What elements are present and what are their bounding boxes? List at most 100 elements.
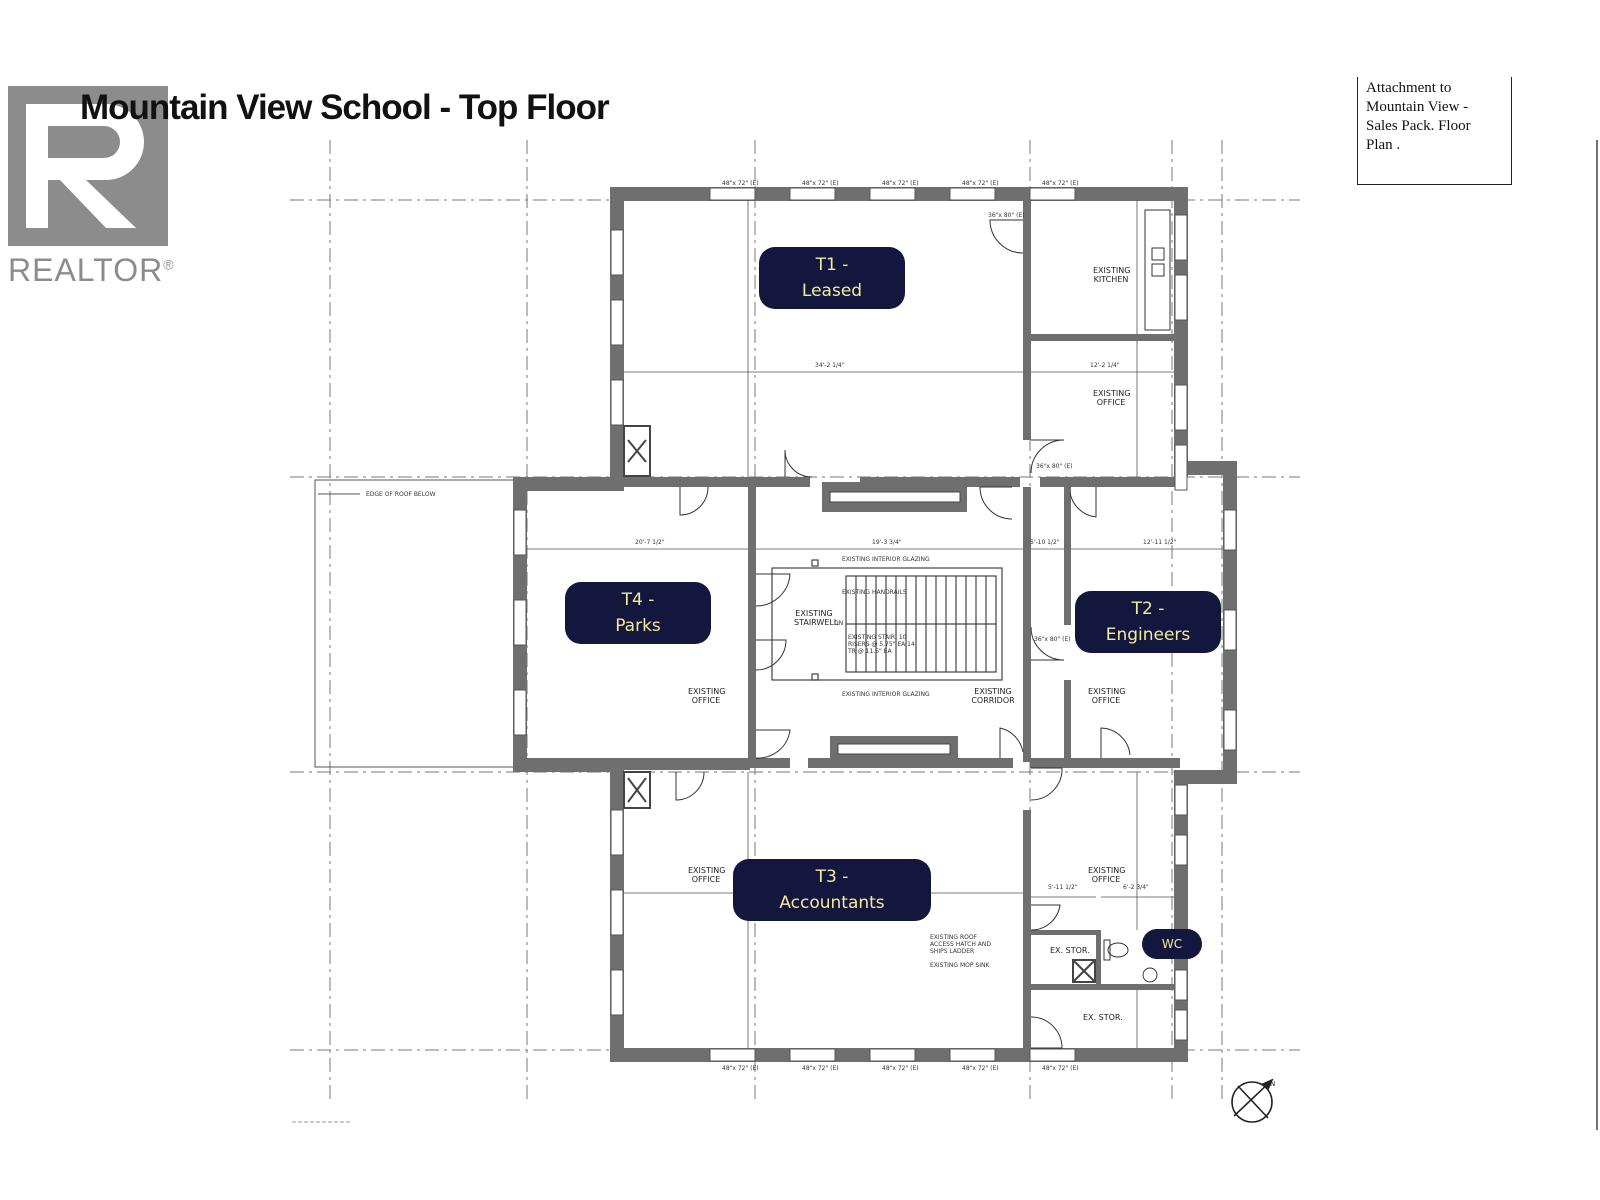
dimension-lines bbox=[527, 200, 1223, 1048]
window bbox=[1174, 444, 1188, 491]
attachment-note-line: Sales Pack. Floor bbox=[1366, 118, 1471, 134]
note-dn: DN bbox=[834, 620, 844, 627]
window bbox=[1174, 834, 1188, 866]
room-label-kitchen: EXISTING KITCHEN bbox=[1093, 266, 1131, 284]
tenant-name: Accountants bbox=[779, 893, 885, 913]
note-mop-sink: EXISTING MOP SINK bbox=[930, 962, 990, 969]
door-tag: 36"x 80" (E) bbox=[988, 212, 1025, 219]
tenant-id: T3 - bbox=[815, 867, 849, 887]
shafts bbox=[623, 425, 1096, 983]
window bbox=[789, 1048, 836, 1062]
window-tag: 48"x 72" (E) bbox=[722, 1065, 759, 1072]
room-label-office: EXISTING OFFICE bbox=[688, 687, 726, 705]
realtor-logo-text: REALTOR® bbox=[8, 252, 175, 288]
room-label-office: EXISTING OFFICE bbox=[1088, 687, 1126, 705]
window bbox=[949, 1048, 996, 1062]
window bbox=[1174, 384, 1188, 431]
tenant-label-wc: WC bbox=[1142, 929, 1202, 959]
window-tag: 48"x 72" (E) bbox=[882, 180, 919, 187]
window bbox=[610, 809, 624, 856]
window bbox=[1174, 969, 1188, 1001]
room-label-office: EXISTING OFFICE bbox=[1093, 389, 1131, 407]
fixtures bbox=[1103, 209, 1171, 983]
window bbox=[610, 229, 624, 276]
window bbox=[1174, 784, 1188, 816]
room-label-storage: EX. STOR. bbox=[1083, 1013, 1123, 1022]
window bbox=[949, 187, 996, 201]
realtor-logo: REALTOR® bbox=[8, 86, 175, 289]
tenant-id: T1 - bbox=[815, 255, 849, 275]
dimension-label: 20'-7 1/2" bbox=[635, 539, 665, 546]
page-title: Mountain View School - Top Floor bbox=[80, 88, 610, 127]
window bbox=[513, 509, 527, 556]
window bbox=[869, 187, 916, 201]
note-glazing: EXISTING INTERIOR GLAZING bbox=[842, 691, 930, 698]
note-roof-hatch: EXISTING ROOF ACCESS HATCH AND SHIPS LAD… bbox=[930, 934, 991, 955]
tenant-name: Parks bbox=[615, 616, 661, 636]
tenant-id: WC bbox=[1161, 937, 1183, 951]
window bbox=[1223, 709, 1237, 751]
note-glazing: EXISTING INTERIOR GLAZING bbox=[842, 556, 930, 563]
window bbox=[1029, 1048, 1076, 1062]
window bbox=[610, 379, 624, 426]
tenant-label-t2: T2 - Engineers bbox=[1075, 591, 1221, 653]
tenant-id: T2 - bbox=[1131, 599, 1165, 619]
dimension-label: 5'-10 1/2" bbox=[1030, 539, 1060, 546]
stair bbox=[771, 559, 1003, 681]
window bbox=[1029, 187, 1076, 201]
doors bbox=[675, 219, 1131, 1049]
room-label-storage: EX. STOR. bbox=[1050, 946, 1090, 955]
door-tag: 36"x 80" (E) bbox=[1036, 463, 1073, 470]
tenant-label-t1: T1 - Leased bbox=[759, 247, 905, 309]
window bbox=[513, 689, 527, 736]
tenant-id: T4 - bbox=[621, 590, 655, 610]
tenant-label-t3: T3 - Accountants bbox=[733, 859, 931, 921]
window bbox=[610, 299, 624, 346]
window bbox=[1174, 274, 1188, 321]
dimension-label: 5'-11 1/2" bbox=[1048, 884, 1078, 891]
north-arrow bbox=[1231, 1078, 1274, 1123]
window bbox=[610, 889, 624, 936]
window-tag: 48"x 72" (E) bbox=[962, 180, 999, 187]
interior-walls bbox=[610, 200, 1180, 1050]
attachment-note-line: Attachment to bbox=[1366, 80, 1452, 96]
window bbox=[1223, 509, 1237, 551]
tenant-label-t4: T4 - Parks bbox=[565, 582, 711, 644]
window bbox=[789, 187, 836, 201]
attachment-note-line: Plan . bbox=[1366, 137, 1401, 153]
window-tag: 48"x 72" (E) bbox=[1042, 180, 1079, 187]
window bbox=[513, 599, 527, 646]
window bbox=[869, 1048, 916, 1062]
dimension-label: 34'-2 1/4" bbox=[815, 362, 845, 369]
roof-edge bbox=[314, 479, 516, 768]
window-tag: 48"x 72" (E) bbox=[1042, 1065, 1079, 1072]
dimension-label: 6'-2 3/4" bbox=[1123, 884, 1149, 891]
window bbox=[709, 187, 756, 201]
north-label: N bbox=[1270, 1080, 1275, 1088]
room-label-office: EXISTING OFFICE bbox=[1088, 866, 1126, 884]
window-tag: 48"x 72" (E) bbox=[722, 180, 759, 187]
door-tag: 36"x 80" (E) bbox=[1034, 636, 1071, 643]
window bbox=[1223, 609, 1237, 651]
window-tag: 48"x 72" (E) bbox=[802, 180, 839, 187]
room-label-stairwell: EXISTING STAIRWELL bbox=[794, 609, 839, 627]
window bbox=[610, 969, 624, 1016]
dimension-label: 12'-11 1/2" bbox=[1143, 539, 1177, 546]
tenant-name: Leased bbox=[801, 281, 863, 301]
window-tag: 48"x 72" (E) bbox=[882, 1065, 919, 1072]
window bbox=[1174, 1009, 1188, 1041]
window-tag: 48"x 72" (E) bbox=[962, 1065, 999, 1072]
realtor-logo-mark bbox=[8, 86, 168, 246]
dimension-label: 12'-2 1/4" bbox=[1090, 362, 1120, 369]
dimension-label: 19'-3 3/4" bbox=[872, 539, 902, 546]
note-roof-edge: EDGE OF ROOF BELOW bbox=[366, 491, 436, 498]
window-tag: 48"x 72" (E) bbox=[802, 1065, 839, 1072]
window bbox=[709, 1048, 756, 1062]
attachment-note: Attachment to Mountain View - Sales Pack… bbox=[1357, 77, 1512, 185]
room-label-corridor: EXISTING CORRIDOR bbox=[971, 687, 1015, 705]
attachment-note-line: Mountain View - bbox=[1366, 99, 1469, 115]
windows bbox=[513, 187, 1237, 1062]
tenant-name: Engineers bbox=[1105, 625, 1191, 645]
note-handrails: EXISTING HANDRAILS bbox=[842, 589, 907, 596]
interior-glazing bbox=[822, 482, 967, 762]
